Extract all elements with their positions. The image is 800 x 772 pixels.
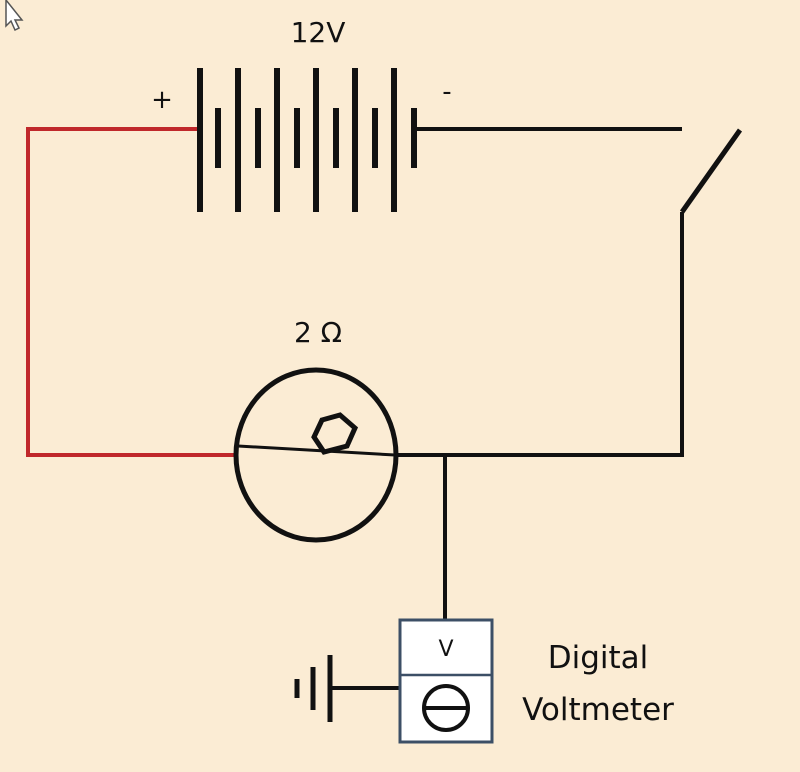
battery-icon bbox=[197, 68, 417, 212]
voltmeter-name-line2: Voltmeter bbox=[522, 692, 674, 728]
voltmeter-icon bbox=[398, 618, 494, 744]
ground-icon bbox=[294, 655, 333, 722]
battery-negative-label: - bbox=[442, 77, 451, 107]
switch-icon bbox=[679, 128, 743, 214]
lamp-resistance-label: 2 Ω bbox=[294, 316, 342, 349]
battery-voltage-label: 12V bbox=[291, 16, 346, 49]
lamp-icon bbox=[233, 367, 399, 543]
voltmeter-name-line1: Digital bbox=[548, 640, 649, 676]
voltmeter-symbol-label: V bbox=[438, 637, 453, 662]
conductor-wires bbox=[332, 127, 684, 690]
positive-wire bbox=[26, 127, 238, 457]
cursor-arrow-icon bbox=[5, 0, 24, 32]
battery-positive-label: + bbox=[151, 85, 173, 115]
